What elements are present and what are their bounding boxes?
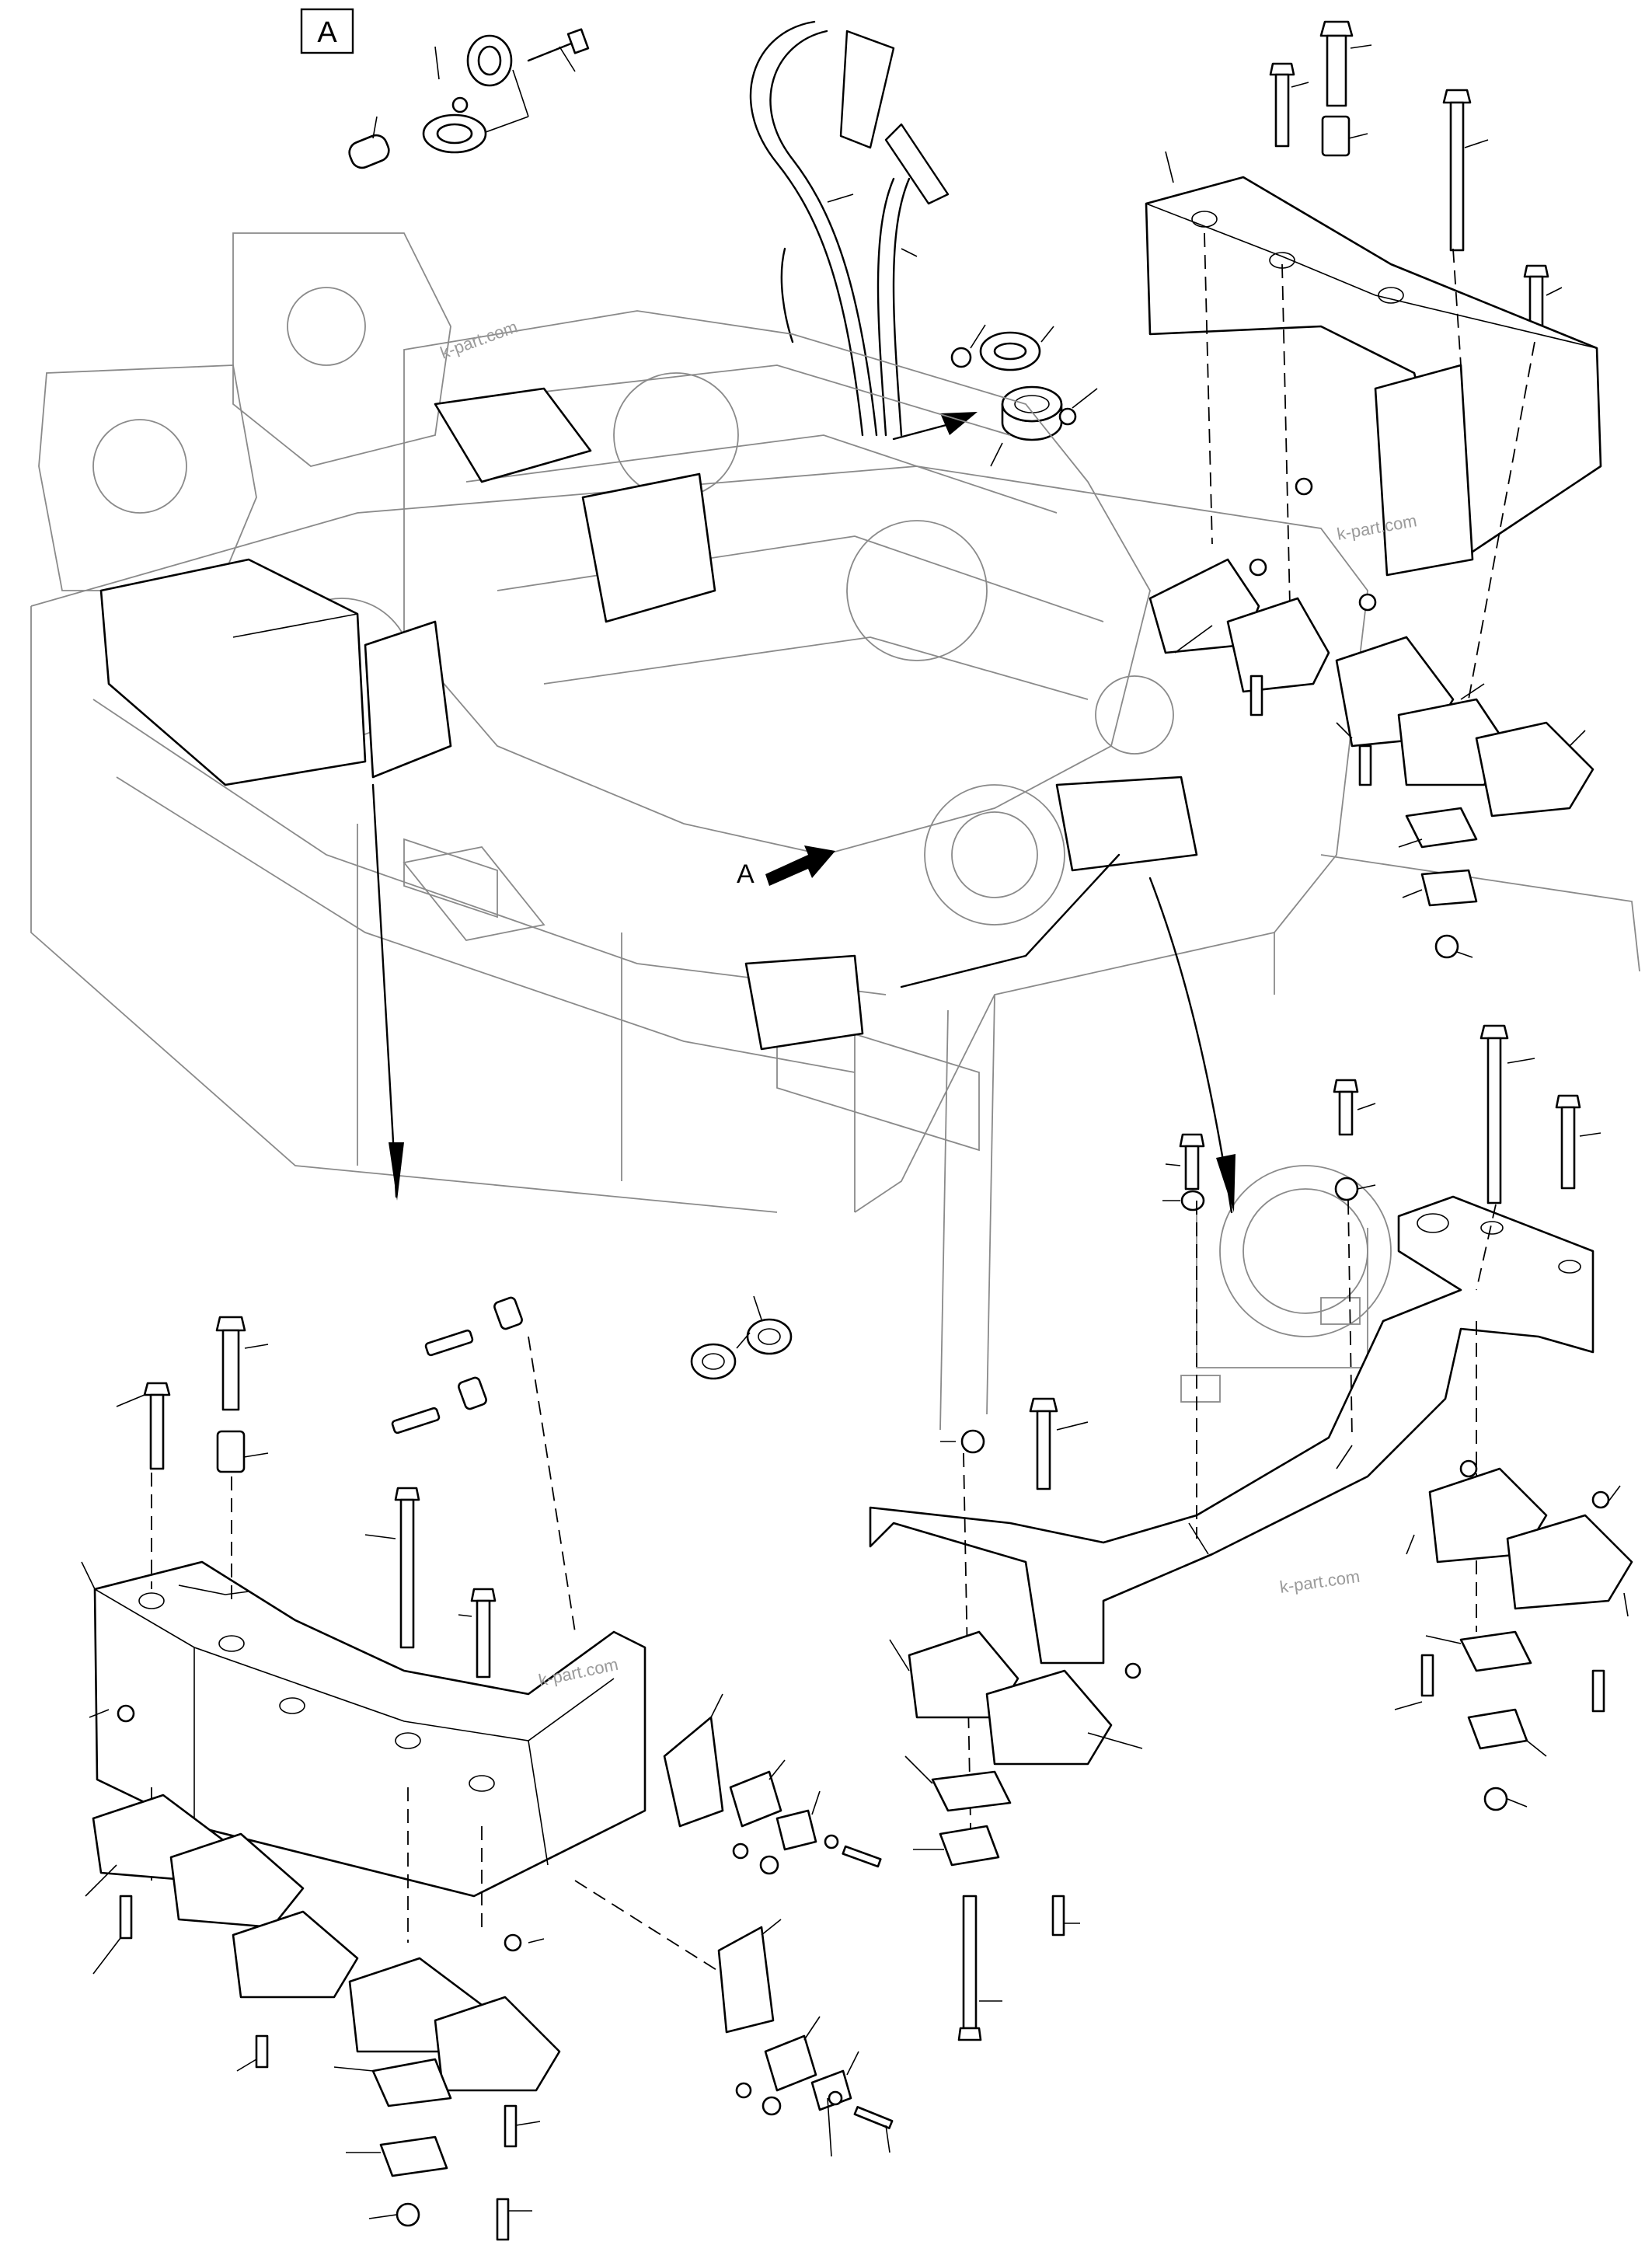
bolt [1555, 1094, 1581, 1190]
bolt [1029, 1397, 1058, 1490]
bolt [1179, 1133, 1205, 1191]
bolt [470, 1588, 497, 1679]
bolt [1333, 1079, 1359, 1136]
long-bolt [394, 1487, 420, 1649]
in-situ-brackets: A [99, 387, 1236, 1214]
spacer [216, 1430, 246, 1473]
view-a-detail: A [300, 8, 590, 169]
watermark: k-part.com [1278, 1567, 1361, 1597]
view-a-label: A [317, 16, 337, 49]
long-bolt [1442, 89, 1472, 252]
long-bolt [1479, 1024, 1509, 1204]
callout-arrow-label: A [737, 859, 755, 889]
upper-right-bracket-explosion [1145, 20, 1602, 959]
hose-clamp-detail [950, 324, 1098, 467]
long-bolt [957, 1895, 982, 2041]
bolt [1319, 20, 1354, 107]
floor-plate [403, 846, 545, 941]
bolt [143, 1382, 171, 1470]
bolt [1269, 62, 1295, 148]
callout-arrow-a [765, 845, 835, 886]
washer [1334, 1177, 1359, 1201]
lower-left-bracket-explosion [81, 1296, 894, 2241]
clamp-spacer [348, 134, 390, 169]
view-a-box [300, 8, 354, 54]
spacer [1321, 115, 1351, 157]
springs [690, 1295, 793, 1380]
lower-right-frame-explosion [869, 1024, 1633, 2041]
bolt [215, 1316, 246, 1411]
hose-assembly [749, 20, 978, 441]
